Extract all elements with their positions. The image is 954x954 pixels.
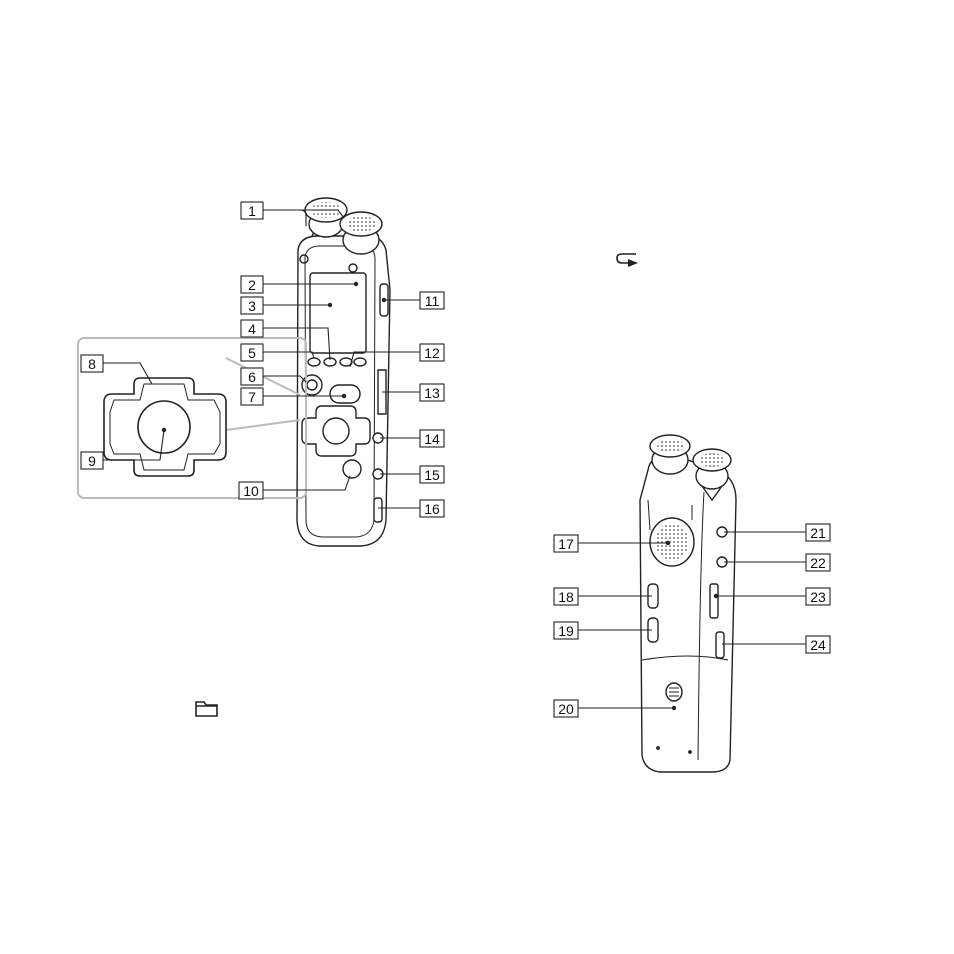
callout-8: 8 bbox=[88, 356, 96, 372]
rear-left-microphone bbox=[650, 435, 690, 474]
speaker-grille bbox=[650, 518, 694, 566]
callout-10: 10 bbox=[243, 483, 259, 499]
play-enter-button-large bbox=[138, 401, 190, 453]
usb-cover bbox=[710, 584, 718, 618]
callout-15: 15 bbox=[424, 467, 440, 483]
callout-11: 11 bbox=[425, 293, 440, 309]
callout-3: 3 bbox=[248, 298, 256, 314]
callout-12: 12 bbox=[424, 345, 440, 361]
control-key-inset bbox=[78, 338, 306, 498]
repeat-arrow-icon bbox=[617, 254, 638, 267]
folder-icon bbox=[196, 702, 217, 716]
callout-18: 18 bbox=[558, 589, 574, 605]
rear-device bbox=[640, 435, 736, 772]
callout-20: 20 bbox=[558, 701, 574, 717]
callout-4: 4 bbox=[248, 321, 256, 337]
callout-19: 19 bbox=[558, 623, 574, 639]
rear-side-slider bbox=[716, 632, 724, 658]
rear-body-outline bbox=[640, 455, 736, 772]
callout-22: 22 bbox=[810, 555, 826, 571]
callout-13: 13 bbox=[424, 385, 440, 401]
left-microphone bbox=[305, 198, 347, 237]
callout-6: 6 bbox=[248, 369, 256, 385]
callout-7: 7 bbox=[248, 389, 256, 405]
callout-21: 21 bbox=[810, 525, 826, 541]
right-microphone bbox=[340, 212, 382, 254]
callout-23: 23 bbox=[810, 589, 826, 605]
rec-pause-button bbox=[330, 385, 360, 403]
menu-button bbox=[343, 460, 361, 478]
callout-5: 5 bbox=[248, 345, 256, 361]
side-slider bbox=[374, 498, 382, 522]
callout-14: 14 bbox=[424, 431, 440, 447]
callout-2: 2 bbox=[248, 277, 256, 293]
callout-1: 1 bbox=[248, 203, 256, 219]
callout-9: 9 bbox=[88, 453, 96, 469]
callout-24: 24 bbox=[810, 637, 826, 653]
callout-16: 16 bbox=[424, 501, 440, 517]
front-device bbox=[297, 198, 390, 546]
callout-17: 17 bbox=[558, 536, 574, 552]
